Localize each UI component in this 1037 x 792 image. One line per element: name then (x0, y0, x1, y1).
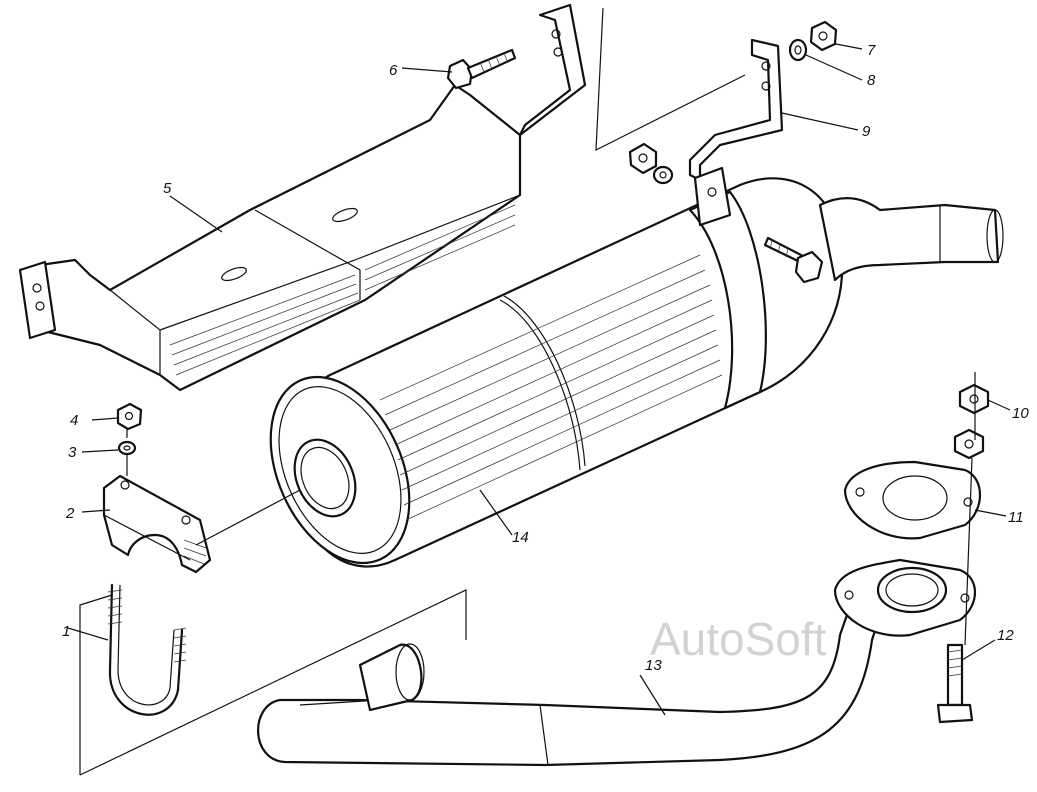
nut-7 (809, 20, 838, 52)
washer-3 (117, 440, 137, 456)
leader-lines (67, 7, 1011, 776)
bolt-6 (446, 48, 517, 90)
callout-14: 14 (512, 529, 529, 546)
watermark-text: AutoSoft (650, 613, 827, 665)
heat-shield-5 (18, 3, 587, 392)
muffler-14 (269, 166, 1004, 568)
washer-8 (788, 38, 808, 62)
callout-3: 3 (68, 444, 77, 461)
callout-9: 9 (862, 123, 871, 140)
callout-4: 4 (70, 412, 78, 429)
nut-4 (116, 402, 143, 431)
exhaust-pipe-13 (257, 558, 976, 767)
callout-12: 12 (997, 627, 1014, 644)
u-bolt-1 (107, 583, 187, 716)
callout-11: 11 (1008, 509, 1024, 526)
callout-5: 5 (163, 180, 172, 197)
callout-6: 6 (389, 62, 398, 79)
callout-10: 10 (1012, 405, 1029, 422)
nut-10-upper (958, 383, 990, 415)
hanger-bracket-9 (688, 38, 784, 182)
nut-10-lower (953, 428, 985, 460)
callout-labels: 1 2 3 4 5 6 7 8 9 10 11 12 13 14 (62, 42, 1029, 674)
callout-2: 2 (65, 505, 75, 522)
bolt-12 (936, 643, 974, 724)
callout-8: 8 (867, 72, 876, 89)
callout-13: 13 (645, 657, 662, 674)
clamp-2 (102, 474, 212, 574)
gasket-11 (843, 460, 981, 540)
washer-left-of-9 (652, 165, 674, 185)
callout-1: 1 (62, 623, 70, 640)
callout-7: 7 (867, 42, 876, 59)
nut-left-of-9 (628, 142, 658, 175)
